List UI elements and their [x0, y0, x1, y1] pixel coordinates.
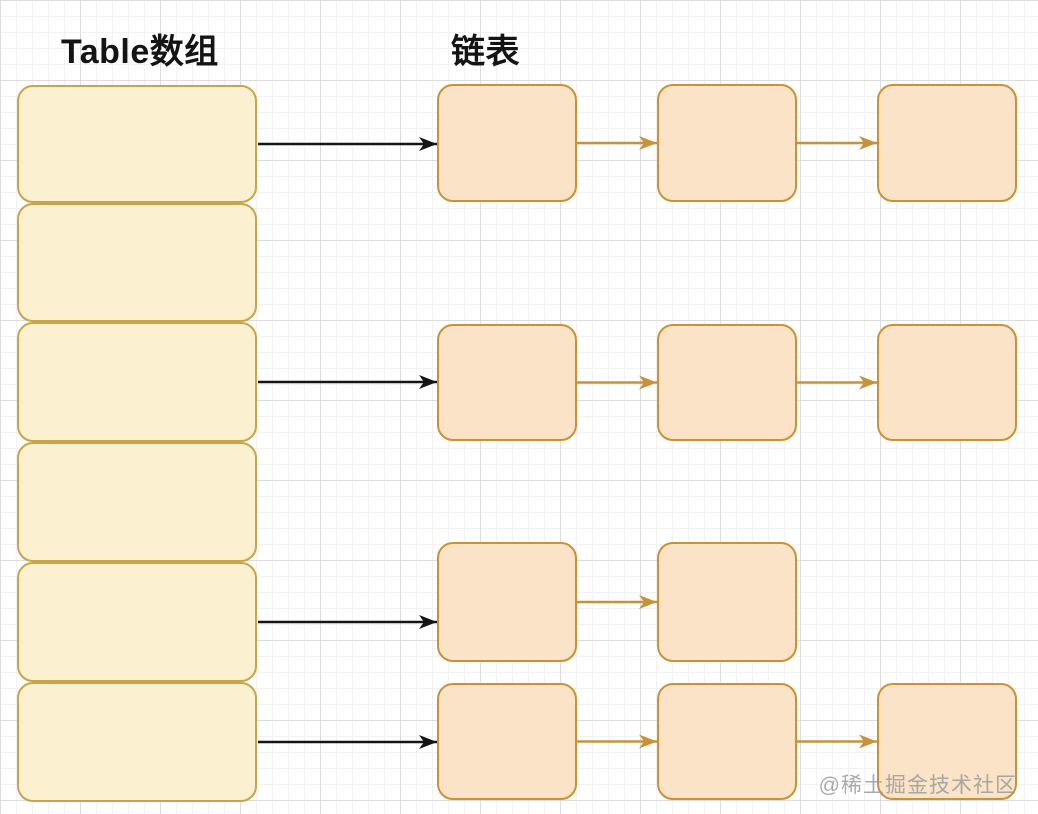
linked-list-title: 链表: [451, 33, 520, 71]
chain-node-5-0: [437, 683, 577, 800]
table-slot-5: [17, 682, 257, 802]
chain-node-0-0: [437, 84, 577, 202]
chain-node-4-0: [437, 542, 577, 662]
watermark: @稀土掘金技术社区: [818, 774, 1017, 797]
table-slot-2: [17, 322, 257, 442]
chain-node-5-2: [877, 683, 1017, 800]
table-slot-0: [17, 85, 257, 203]
chain-node-2-0: [437, 324, 577, 441]
chain-node-0-2: [877, 84, 1017, 202]
table-slot-1: [17, 203, 257, 322]
table-slot-4: [17, 562, 257, 682]
chain-node-0-1: [657, 84, 797, 202]
chain-node-5-1: [657, 683, 797, 800]
table-slot-3: [17, 442, 257, 562]
table-array-title: Table数组: [61, 33, 219, 71]
chain-node-2-1: [657, 324, 797, 441]
chain-node-2-2: [877, 324, 1017, 441]
chain-node-4-1: [657, 542, 797, 662]
